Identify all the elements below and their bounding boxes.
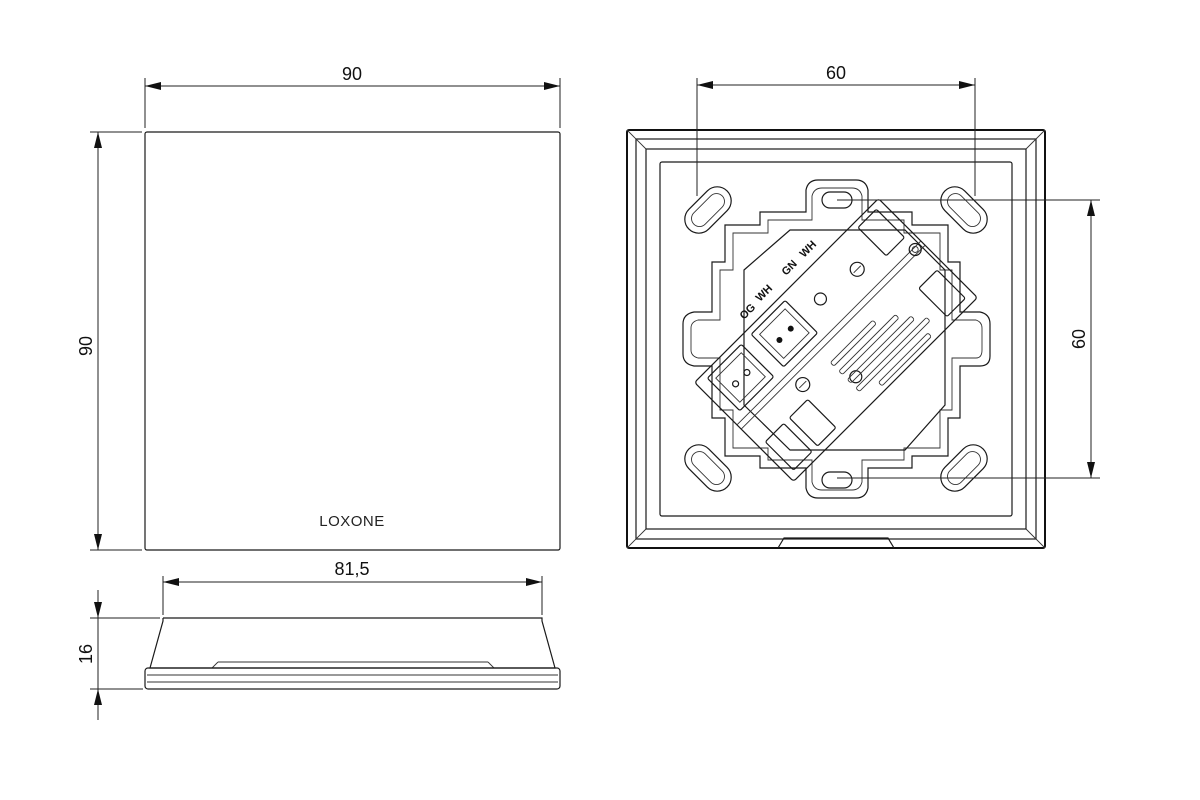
front-view: LOXONE 90 90 [76, 64, 561, 551]
front-height-label: 90 [76, 336, 96, 356]
back-frame-inner [659, 161, 1013, 517]
mounting-slot-bottom-right [940, 444, 988, 492]
terminal-label-og: OG [738, 302, 759, 323]
side-depth-dimension: 16 [76, 590, 160, 720]
side-depth-label: 16 [76, 644, 96, 664]
side-view: 81,5 16 [76, 559, 561, 720]
front-logo: LOXONE [319, 513, 385, 530]
side-front-plate [144, 667, 561, 690]
back-vertical-label: 60 [1069, 329, 1089, 349]
side-body-outline [149, 617, 556, 669]
front-width-label: 90 [342, 64, 362, 84]
terminal-label-wh-2: WH [798, 239, 819, 260]
electronics-module: OG WH GN WH [695, 199, 977, 481]
mounting-slot-top-left [684, 186, 732, 234]
terminal-label-wh-1: WH [754, 283, 775, 304]
terminal-block-2 [751, 300, 818, 367]
front-plate-outline [144, 131, 561, 551]
back-vertical-dimension: 60 [837, 199, 1100, 479]
back-horizontal-label: 60 [826, 63, 846, 83]
back-horizontal-dimension: 60 [696, 63, 976, 196]
side-width-dimension: 81,5 [162, 559, 543, 615]
back-frame-outer [626, 129, 1046, 549]
back-view: OG WH GN WH 60 60 [626, 63, 1100, 549]
mounting-slot-top-right [940, 186, 988, 234]
side-width-label: 81,5 [334, 559, 369, 579]
terminal-label-gn: GN [780, 258, 800, 278]
front-width-dimension: 90 [144, 64, 561, 128]
mounting-slot-bottom-left [684, 444, 732, 492]
terminal-block-1 [707, 344, 774, 411]
front-height-dimension: 90 [76, 131, 142, 551]
mounting-plate [682, 179, 991, 499]
